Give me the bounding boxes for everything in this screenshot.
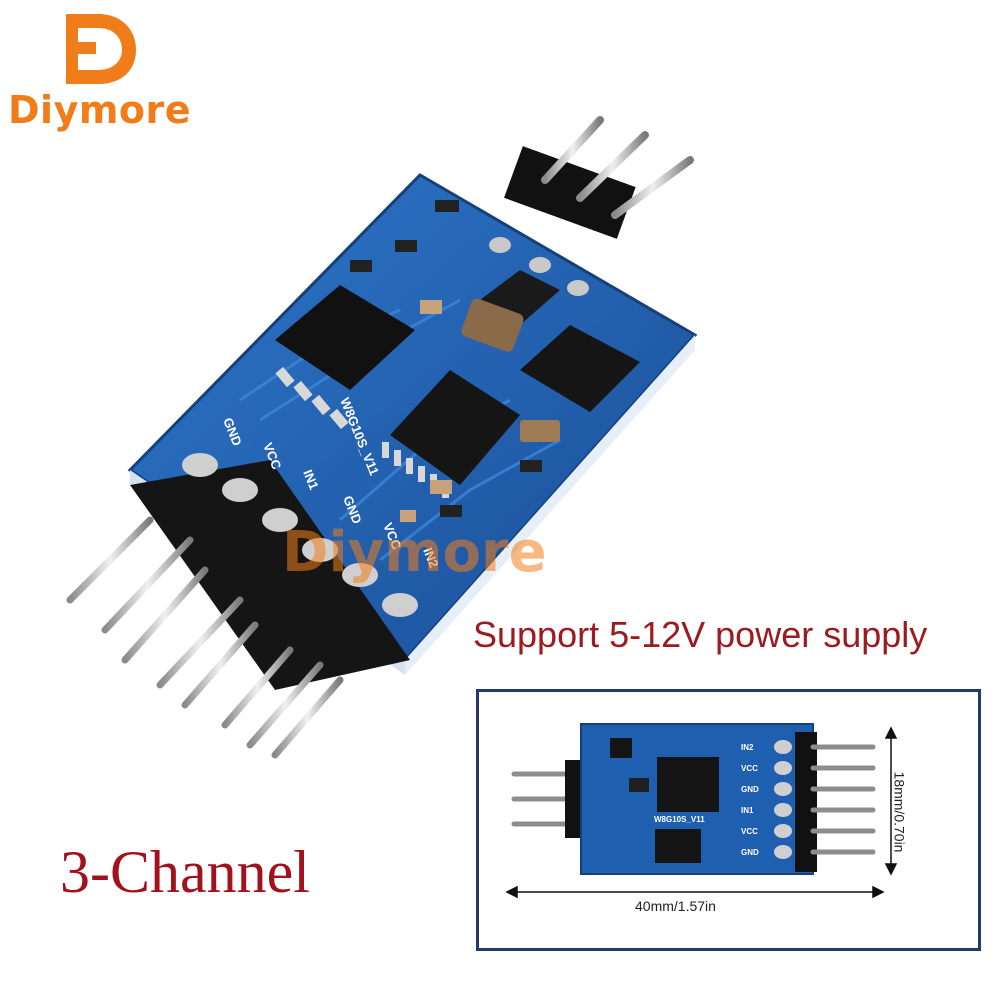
width-dimension-label: 40mm/1.57in — [635, 898, 716, 914]
channel-caption: 3-Channel — [60, 839, 310, 905]
inset-board-drawing: IN2 VCC GND IN1 VCC GND W8G10S_V11 — [505, 723, 898, 899]
pcb-label-in2: IN2 — [420, 546, 441, 570]
ic-chip-left — [275, 285, 415, 430]
bottom-header-6pin — [66, 453, 418, 759]
inset-label-vcc1: VCC — [741, 764, 758, 773]
inset-label-gnd1: GND — [741, 785, 759, 794]
watermark: Diymore — [282, 520, 547, 585]
support-headline: Support 5-12V power supply — [473, 614, 928, 655]
capacitor — [461, 298, 560, 442]
inset-label-in2: IN2 — [741, 743, 754, 752]
inset-model-label: W8G10S_V11 — [654, 815, 705, 824]
brand-logo-icon — [66, 14, 136, 84]
height-dimension-label: 18mm/0.70in — [891, 771, 908, 853]
top-header-3pin — [489, 116, 694, 296]
brand-name: Diymore — [8, 88, 192, 132]
pcb-label-in1: IN1 — [300, 468, 321, 492]
inset-label-in1: IN1 — [741, 806, 754, 815]
board-photo: GND VCC IN1 GND VCC IN2 W8G10S_V11 — [66, 116, 698, 759]
inset-label-vcc2: VCC — [741, 827, 758, 836]
dimension-inset: IN2 VCC GND IN1 VCC GND W8G10S_V11 40mm/… — [476, 689, 981, 951]
inset-label-gnd2: GND — [741, 848, 759, 857]
